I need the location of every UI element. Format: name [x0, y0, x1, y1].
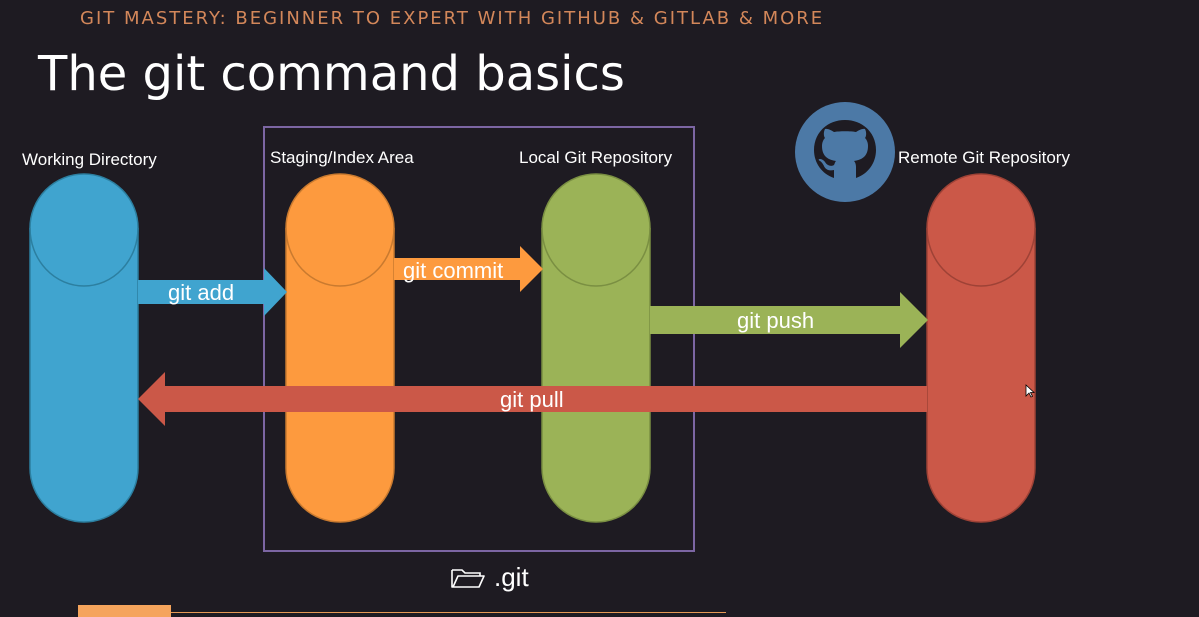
mouse-cursor-icon — [1025, 384, 1035, 398]
video-progress-track[interactable] — [78, 612, 726, 613]
git-folder: .git — [450, 562, 529, 593]
working-directory-cylinder — [29, 173, 139, 523]
git-folder-label: .git — [494, 562, 529, 592]
github-octocat-icon — [795, 102, 895, 202]
video-progress-fill[interactable] — [78, 605, 171, 617]
slide-title: The git command basics — [38, 46, 625, 102]
git-directory-box — [263, 126, 695, 552]
git-commit-arrow: git commit — [394, 246, 543, 292]
local-repo-label: Local Git Repository — [519, 148, 673, 167]
git-push-label: git push — [737, 308, 814, 333]
staging-area-label: Staging/Index Area — [270, 148, 414, 167]
working-directory-label: Working Directory — [22, 150, 157, 169]
git-push-arrow: git push — [650, 292, 928, 348]
staging-area-cylinder — [285, 173, 395, 523]
course-title: GIT MASTERY: BEGINNER TO EXPERT WITH GIT… — [80, 8, 825, 29]
folder-icon — [451, 568, 485, 588]
git-commit-label: git commit — [403, 258, 503, 283]
local-repo-cylinder — [541, 173, 651, 523]
remote-repo-cylinder — [926, 173, 1036, 523]
git-pull-label: git pull — [500, 387, 564, 412]
git-pull-arrow: git pull — [138, 372, 927, 426]
git-add-arrow: git add — [138, 268, 287, 316]
remote-repo-label: Remote Git Repository — [898, 148, 1070, 167]
git-add-label: git add — [168, 280, 234, 305]
